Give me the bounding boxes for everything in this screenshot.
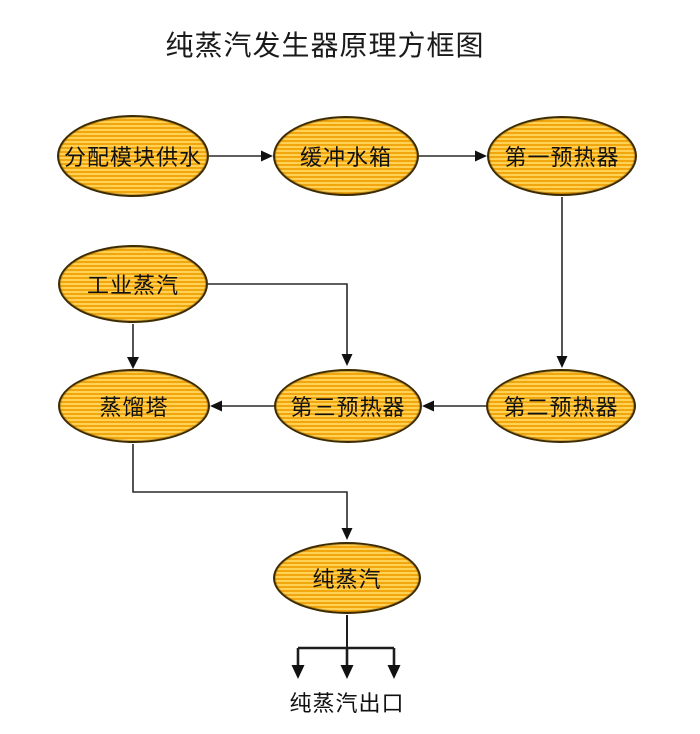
node-label: 分配模块供水 (63, 146, 202, 171)
diagram-title: 纯蒸汽发生器原理方框图 (165, 29, 485, 62)
node-label: 蒸馏塔 (99, 396, 169, 421)
edge-first-preheater-to-second-preheater (556, 197, 568, 368)
pure-steam-outlet-label: 纯蒸汽出口 (289, 692, 405, 717)
node-label: 纯蒸汽 (312, 568, 382, 593)
edge-industrial-steam-to-third-preheater (208, 283, 353, 366)
node-buffer-water-tank: 缓冲水箱 (273, 116, 419, 196)
node-distribution-module-water-supply: 分配模块供水 (57, 115, 209, 197)
node-label: 第一预热器 (504, 146, 620, 171)
edge-buffer-to-first-preheater (419, 150, 487, 162)
node-industrial-steam: 工业蒸汽 (58, 245, 208, 323)
node-second-preheater: 第二预热器 (486, 369, 636, 443)
edge-industrial-steam-to-distillation-tower (127, 324, 139, 369)
node-distillation-tower: 蒸馏塔 (58, 369, 210, 443)
edge-pure-steam-to-outlet-fork (291, 615, 401, 679)
node-label: 缓冲水箱 (299, 146, 392, 171)
node-first-preheater: 第一预热器 (487, 116, 637, 196)
node-pure-steam: 纯蒸汽 (273, 542, 421, 614)
node-label: 第二预热器 (503, 396, 619, 421)
node-label: 第三预热器 (290, 396, 406, 421)
edge-supply-to-buffer (209, 150, 273, 162)
edge-second-preheater-to-third-preheater (422, 400, 486, 412)
edge-third-preheater-to-distillation-tower (210, 400, 274, 412)
edge-distillation-tower-to-pure-steam (132, 444, 353, 540)
node-third-preheater: 第三预热器 (274, 369, 422, 443)
node-label: 工业蒸汽 (86, 274, 179, 299)
